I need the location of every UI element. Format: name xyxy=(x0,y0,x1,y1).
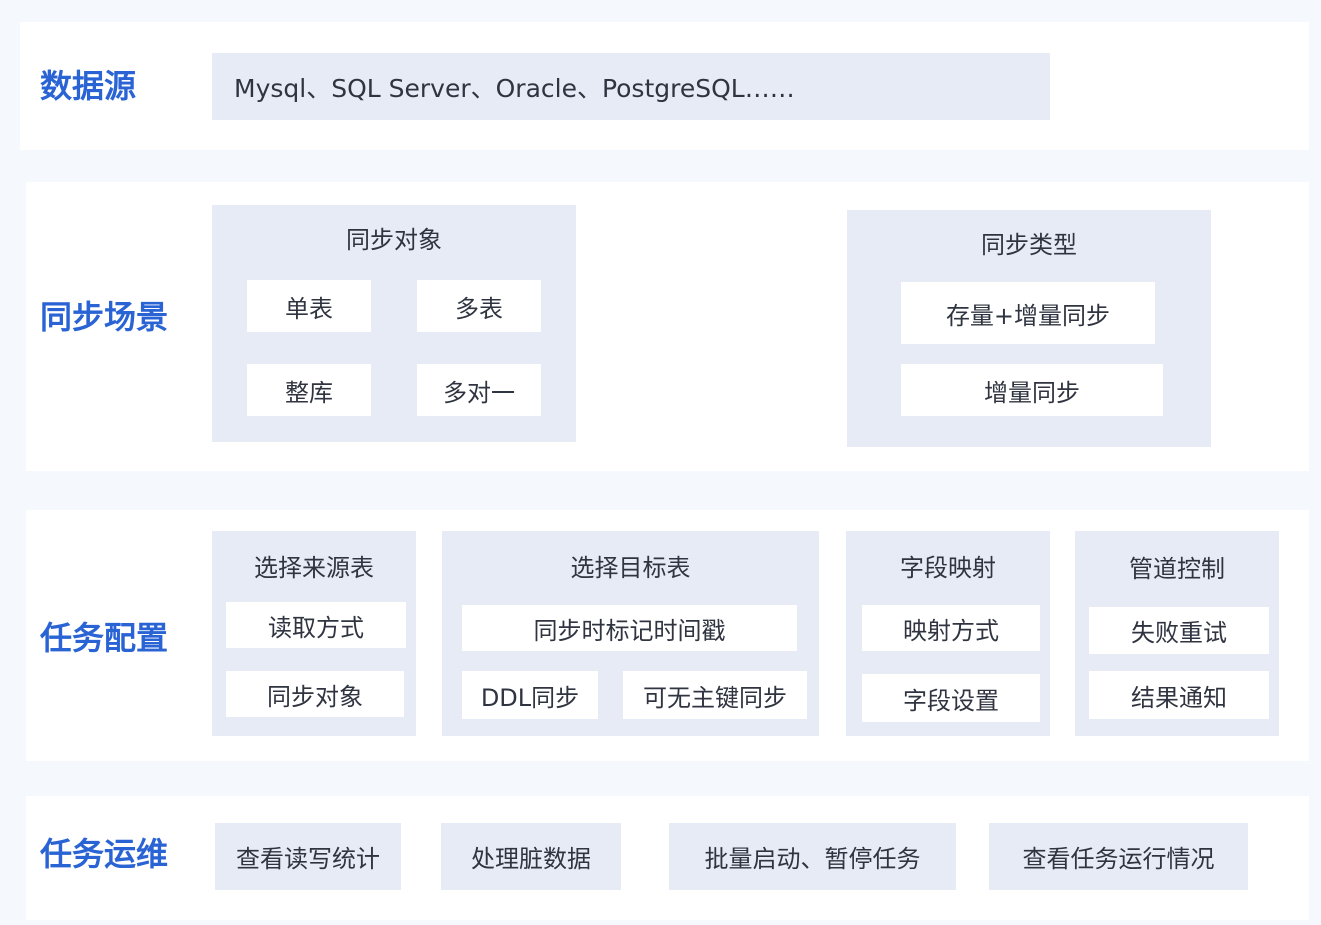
sync-object-many-to-one: 多对一 xyxy=(417,364,541,416)
ops-batch-start-pause: 批量启动、暂停任务 xyxy=(669,823,956,890)
sync-object-whole-database: 整库 xyxy=(247,364,371,416)
ops-dirty-data: 处理脏数据 xyxy=(441,823,621,890)
target-table-timestamp: 同步时标记时间戳 xyxy=(462,605,797,651)
pipeline-control-notify: 结果通知 xyxy=(1089,671,1269,719)
pipeline-control-retry: 失败重试 xyxy=(1089,607,1269,654)
sync-object-multi-table: 多表 xyxy=(417,280,541,332)
datasource-layer-title: 数据源 xyxy=(40,67,137,105)
field-mapping-settings: 字段设置 xyxy=(862,674,1040,722)
task-config-layer: 任务配置 选择来源表 读取方式 同步对象 选择目标表 同步时标记时间戳 DDL同… xyxy=(26,510,1309,761)
sync-object-panel: 同步对象 单表 多表 整库 多对一 xyxy=(212,205,576,442)
source-table-read-mode: 读取方式 xyxy=(226,602,406,648)
field-mapping-panel: 字段映射 映射方式 字段设置 xyxy=(846,531,1050,736)
target-table-no-pk-sync: 可无主键同步 xyxy=(623,671,807,719)
sync-type-title: 同步类型 xyxy=(981,231,1077,259)
field-mapping-mode: 映射方式 xyxy=(862,605,1040,651)
sync-object-single-table: 单表 xyxy=(247,280,371,332)
task-config-layer-title: 任务配置 xyxy=(40,619,169,657)
sync-type-full-incremental: 存量+增量同步 xyxy=(901,282,1155,344)
pipeline-control-title: 管道控制 xyxy=(1129,555,1225,583)
ops-task-status: 查看任务运行情况 xyxy=(989,823,1248,890)
sync-object-title: 同步对象 xyxy=(346,226,442,254)
sync-type-panel: 同步类型 存量+增量同步 增量同步 xyxy=(847,210,1211,447)
target-table-ddl-sync: DDL同步 xyxy=(462,671,598,719)
sync-scenario-layer: 同步场景 同步对象 单表 多表 整库 多对一 同步类型 存量+增量同步 增量同步 xyxy=(26,182,1309,471)
datasource-layer: 数据源 Mysql、SQL Server、Oracle、PostgreSQL…… xyxy=(20,22,1309,150)
sync-type-incremental: 增量同步 xyxy=(901,364,1163,416)
source-table-title: 选择来源表 xyxy=(254,554,374,582)
field-mapping-title: 字段映射 xyxy=(900,554,996,582)
task-ops-layer: 任务运维 查看读写统计 处理脏数据 批量启动、暂停任务 查看任务运行情况 xyxy=(26,796,1309,920)
target-table-panel: 选择目标表 同步时标记时间戳 DDL同步 可无主键同步 xyxy=(442,531,819,736)
source-table-sync-object: 同步对象 xyxy=(226,671,404,717)
ops-read-write-stats: 查看读写统计 xyxy=(215,823,401,890)
target-table-title: 选择目标表 xyxy=(570,554,691,582)
datasource-list: Mysql、SQL Server、Oracle、PostgreSQL…… xyxy=(212,53,1050,120)
sync-scenario-layer-title: 同步场景 xyxy=(40,298,169,336)
task-ops-layer-title: 任务运维 xyxy=(40,835,169,873)
source-table-panel: 选择来源表 读取方式 同步对象 xyxy=(212,531,416,736)
pipeline-control-panel: 管道控制 失败重试 结果通知 xyxy=(1075,531,1279,736)
